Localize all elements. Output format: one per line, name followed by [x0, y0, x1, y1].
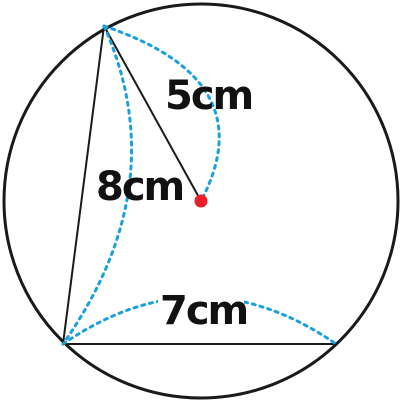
- radius-label: 5cm: [165, 73, 252, 119]
- label-bg-bottom: [158, 288, 244, 330]
- radius-measure-arc: [102, 24, 221, 203]
- radius-line: [103, 25, 202, 202]
- left-side-label: 8cm: [96, 164, 183, 210]
- triangle-side-left: [62, 25, 105, 345]
- left-side-measure-arc: [61, 24, 133, 346]
- bottom-side-label: 7cm: [160, 288, 247, 334]
- center-point: [194, 194, 208, 208]
